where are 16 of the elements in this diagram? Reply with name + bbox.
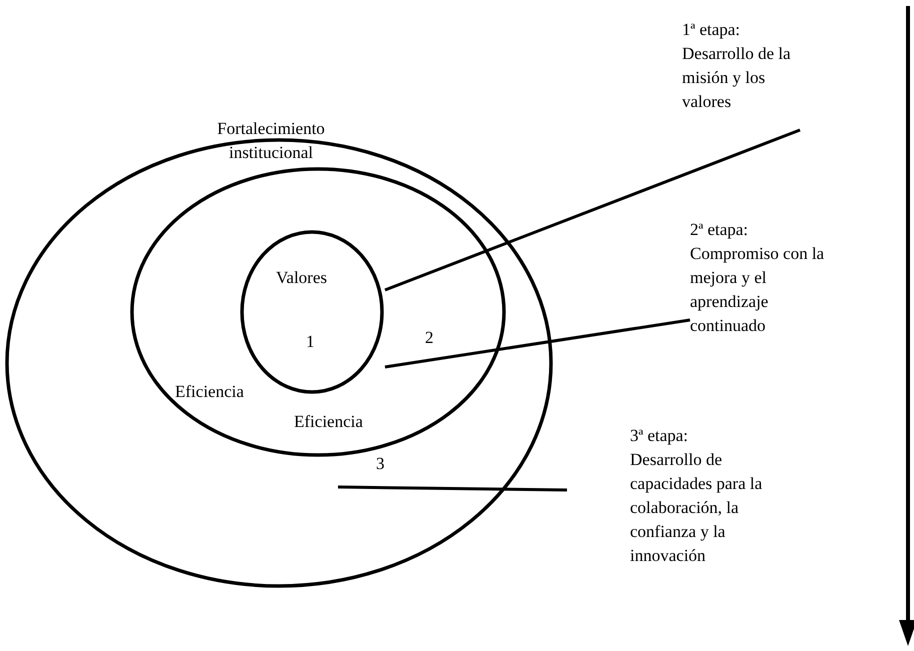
- leader-line: [384, 318, 690, 368]
- ring-number: 1: [306, 331, 314, 353]
- ring-number: 3: [376, 453, 384, 475]
- ring-label: Eficiencia: [175, 381, 244, 403]
- leader-line: [338, 486, 568, 492]
- stage-heading: 1ª etapa:: [682, 19, 740, 41]
- leader-line: [384, 128, 801, 292]
- ring-label: Fortalecimiento institucional: [216, 118, 326, 164]
- stage-heading: 2ª etapa:: [690, 219, 748, 241]
- stage-description: Desarrollo de capacidades para la colaboración, la confianza y la innovación: [630, 449, 764, 567]
- ring-number: 2: [425, 327, 434, 349]
- stage-description: Desarrollo de la misión y los valores: [682, 43, 792, 113]
- ring-label: Valores: [276, 267, 327, 289]
- stage-heading: 3ª etapa:: [630, 425, 688, 447]
- ring-label: Eficiencia: [294, 411, 363, 433]
- stage-description: Compromiso con la mejora y el aprendizaje continuado: [690, 243, 826, 337]
